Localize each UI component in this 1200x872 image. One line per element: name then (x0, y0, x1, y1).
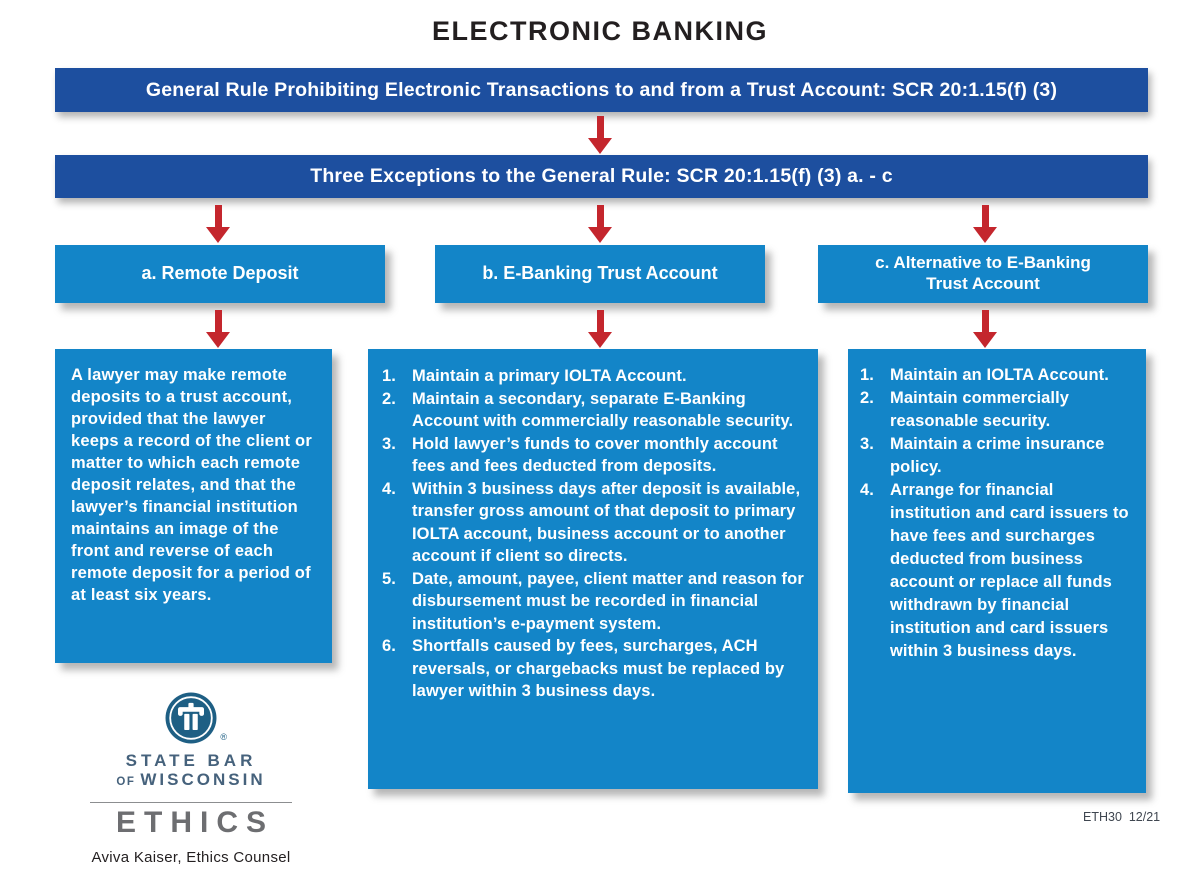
banner-general-rule: General Rule Prohibiting Electronic Tran… (55, 68, 1148, 112)
registered-mark: ® (220, 732, 227, 742)
arrow-head (973, 227, 997, 243)
ethics-counsel-credit: Aviva Kaiser, Ethics Counsel (91, 849, 291, 866)
arrow-stem (596, 205, 604, 227)
arrow-down-icon (206, 205, 230, 243)
list-item: 6.Shortfalls caused by fees, surcharges,… (382, 637, 785, 700)
statebar-wordmark-line2: OF WISCONSIN (116, 770, 265, 792)
header-remote-deposit: a. Remote Deposit (55, 245, 385, 303)
header-alternative-ebanking: c. Alternative to E-Banking Trust Accoun… (818, 245, 1148, 303)
statebar-wordmark-line1: STATE BAR (125, 751, 257, 770)
arrow-head (206, 332, 230, 348)
arrow-stem (214, 310, 222, 332)
arrow-stem (981, 205, 989, 227)
arrow-head (588, 332, 612, 348)
header-ebanking-trust-account-label: b. E-Banking Trust Account (482, 263, 718, 284)
list-item: 4.Within 3 business days after deposit i… (382, 479, 801, 566)
list-item: 5.Date, amount, payee, client matter and… (382, 569, 804, 633)
header-alternative-ebanking-line1: c. Alternative to E-Banking (875, 253, 1091, 273)
arrow-down-icon (973, 205, 997, 243)
alternative-requirements-list: 1.Maintain an IOLTA Account. 2.Maintain … (860, 364, 1138, 663)
banner-three-exceptions: Three Exceptions to the General Rule: SC… (55, 155, 1148, 198)
pillar-column-icon: ® (165, 692, 227, 744)
page-title: ELECTRONIC BANKING (432, 16, 768, 46)
arrow-down-icon (588, 116, 612, 154)
arrow-stem (596, 116, 604, 138)
arrow-down-icon (973, 310, 997, 348)
ebanking-requirements-box: 1.Maintain a primary IOLTA Account. 2.Ma… (368, 349, 818, 789)
arrow-head (973, 332, 997, 348)
arrow-down-icon (588, 205, 612, 243)
ethics-division-label: ETHICS (115, 806, 274, 839)
document-code: ETH30 12/21 (1083, 810, 1161, 824)
list-item: 3.Hold lawyer’s funds to cover monthly a… (382, 434, 778, 476)
list-item: 1.Maintain an IOLTA Account. (860, 366, 1109, 384)
arrow-head (588, 227, 612, 243)
list-item: 3.Maintain a crime insurance policy. (860, 435, 1105, 476)
banner-three-exceptions-text: Three Exceptions to the General Rule: SC… (310, 165, 893, 187)
of-label: OF (116, 776, 136, 788)
arrow-down-icon (206, 310, 230, 348)
list-item: 2.Maintain commercially reasonable secur… (860, 389, 1070, 430)
arrow-stem (981, 310, 989, 332)
logo-divider (90, 802, 292, 803)
header-ebanking-trust-account: b. E-Banking Trust Account (435, 245, 765, 303)
remote-deposit-detail-box: A lawyer may make remote deposits to a t… (55, 349, 332, 663)
header-remote-deposit-label: a. Remote Deposit (141, 263, 299, 284)
arrow-head (206, 227, 230, 243)
arrow-head (588, 138, 612, 154)
statebar-wisconsin-logo: ® STATE BAR OF WISCONSIN ETHICS Aviva Kai… (76, 692, 306, 866)
header-alternative-ebanking-line2: Trust Account (926, 274, 1040, 293)
arrow-down-icon (588, 310, 612, 348)
alternative-requirements-box: 1.Maintain an IOLTA Account. 2.Maintain … (848, 349, 1146, 793)
list-item: 2.Maintain a secondary, separate E-Banki… (382, 389, 794, 431)
list-item: 1.Maintain a primary IOLTA Account. (382, 367, 687, 385)
banner-general-rule-text: General Rule Prohibiting Electronic Tran… (145, 78, 1058, 101)
arrow-stem (596, 310, 604, 332)
arrow-stem (214, 205, 222, 227)
wisconsin-label: WISCONSIN (140, 770, 266, 789)
remote-deposit-paragraph: A lawyer may make remote deposits to a t… (71, 366, 312, 604)
ebanking-requirements-list: 1.Maintain a primary IOLTA Account. 2.Ma… (382, 365, 808, 703)
list-item: 4.Arrange for financial institution and … (860, 481, 1129, 660)
